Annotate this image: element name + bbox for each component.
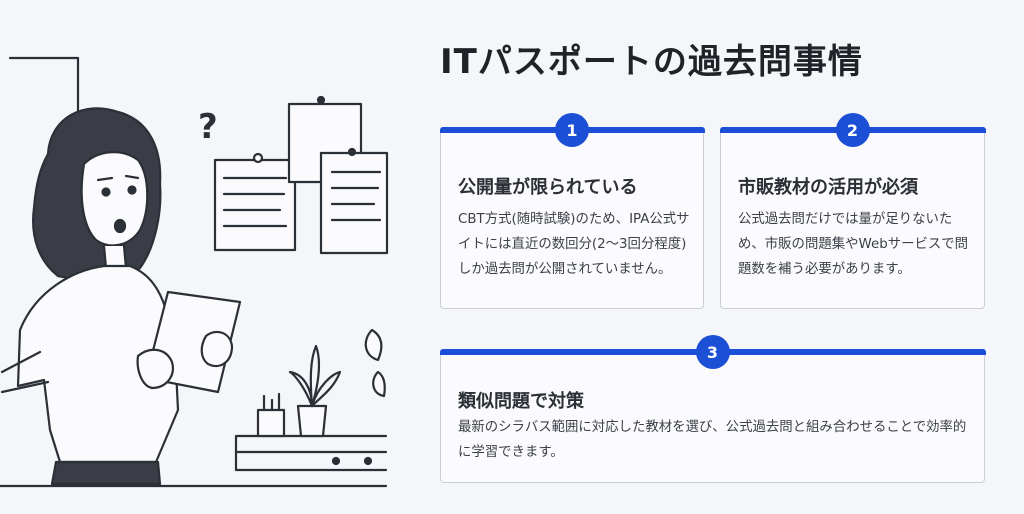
card-number-badge: 3 [695, 335, 730, 369]
info-card-1: 1 公開量が限られている CBT方式(随時試験)のため、IPA公式サイトには直近… [439, 113, 705, 309]
card-title: 類似問題で対策 [458, 391, 584, 412]
card-title: 公開量が限られている [458, 177, 638, 198]
card-body: 公式過去問だけでは量が足りないため、市販の問題集やWebサービスで問題数を補う必… [738, 212, 969, 277]
illustration-confused-woman: ? [0, 56, 389, 488]
card-title: 市販教材の活用が必須 [738, 177, 918, 198]
wall-line [8, 56, 80, 120]
pen-holder [256, 392, 286, 438]
info-card-2: 2 市販教材の活用が必須 公式過去問だけでは量が足りないため、市販の問題集やWe… [719, 113, 986, 309]
pinned-note-1 [213, 152, 297, 252]
page-title: ITパスポートの過去問事情 [440, 42, 863, 82]
shirt [16, 264, 180, 464]
shelf [234, 434, 388, 472]
card-body: 最新のシラバス範囲に対応した教材を選び、公式過去問と組み合わせることで効率的に学… [458, 420, 967, 460]
card-number-badge: 2 [835, 113, 870, 147]
plant [288, 344, 342, 438]
card-body: CBT方式(随時試験)のため、IPA公式サイトには直近の数回分(2〜3回分程度)… [458, 212, 690, 277]
info-card-3: 3 類似問題で対策 最新のシラバス範囲に対応した教材を選び、公式過去問と組み合わ… [439, 335, 986, 483]
card-number-badge: 1 [555, 113, 589, 147]
question-mark: ? [198, 107, 218, 147]
face [80, 151, 149, 247]
pinned-note-3 [319, 147, 389, 255]
